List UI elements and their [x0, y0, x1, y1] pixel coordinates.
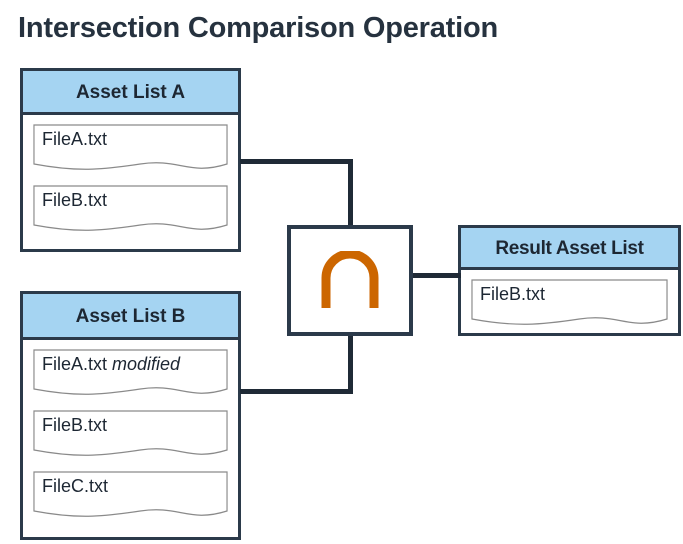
document-shape-icon	[33, 349, 228, 395]
connector-a-horizontal	[240, 159, 353, 164]
file-card[interactable]: FileA.txt	[33, 124, 228, 173]
page-title: Intersection Comparison Operation	[18, 12, 499, 44]
result-asset-list-body: FileB.txt	[461, 270, 678, 328]
file-modifier-text: modified	[112, 354, 181, 374]
file-name-label: FileB.txt	[42, 415, 108, 435]
document-shape-icon	[33, 124, 228, 170]
document-shape-icon	[471, 279, 668, 325]
file-name-label: FileB.txt	[480, 284, 546, 304]
file-name-text: FileA.txt	[42, 354, 108, 374]
file-card[interactable]: FileB.txt	[33, 410, 228, 459]
result-asset-list[interactable]: Result Asset List FileB.txt	[458, 225, 681, 336]
asset-list-b-body: FileA.txt modified FileB.txt FileC.txt	[23, 340, 238, 520]
file-name-label: FileB.txt	[42, 190, 108, 210]
asset-list-a-header: Asset List A	[23, 71, 238, 115]
asset-list-b[interactable]: Asset List B FileA.txt modified FileB.tx…	[20, 291, 241, 540]
file-card[interactable]: FileC.txt	[33, 471, 228, 520]
file-name-label: FileA.txt modified	[42, 354, 180, 375]
intersection-operator-box[interactable]	[287, 225, 413, 336]
result-asset-list-header: Result Asset List	[461, 228, 678, 270]
asset-list-b-header: Asset List B	[23, 294, 238, 340]
intersection-icon	[321, 250, 379, 308]
connector-b-horizontal	[240, 389, 353, 394]
document-shape-icon	[33, 471, 228, 517]
document-shape-icon	[33, 185, 228, 231]
connector-output	[409, 273, 461, 278]
connector-b-vertical	[348, 330, 353, 394]
asset-list-a[interactable]: Asset List A FileA.txt FileB.txt	[20, 68, 241, 252]
file-card[interactable]: FileB.txt	[471, 279, 668, 328]
file-name-label: FileA.txt	[42, 129, 108, 149]
document-shape-icon	[33, 410, 228, 456]
file-name-label: FileC.txt	[42, 476, 109, 496]
file-card[interactable]: FileB.txt	[33, 185, 228, 234]
file-card[interactable]: FileA.txt modified	[33, 349, 228, 398]
asset-list-a-body: FileA.txt FileB.txt	[23, 115, 238, 234]
connector-a-vertical	[348, 159, 353, 231]
